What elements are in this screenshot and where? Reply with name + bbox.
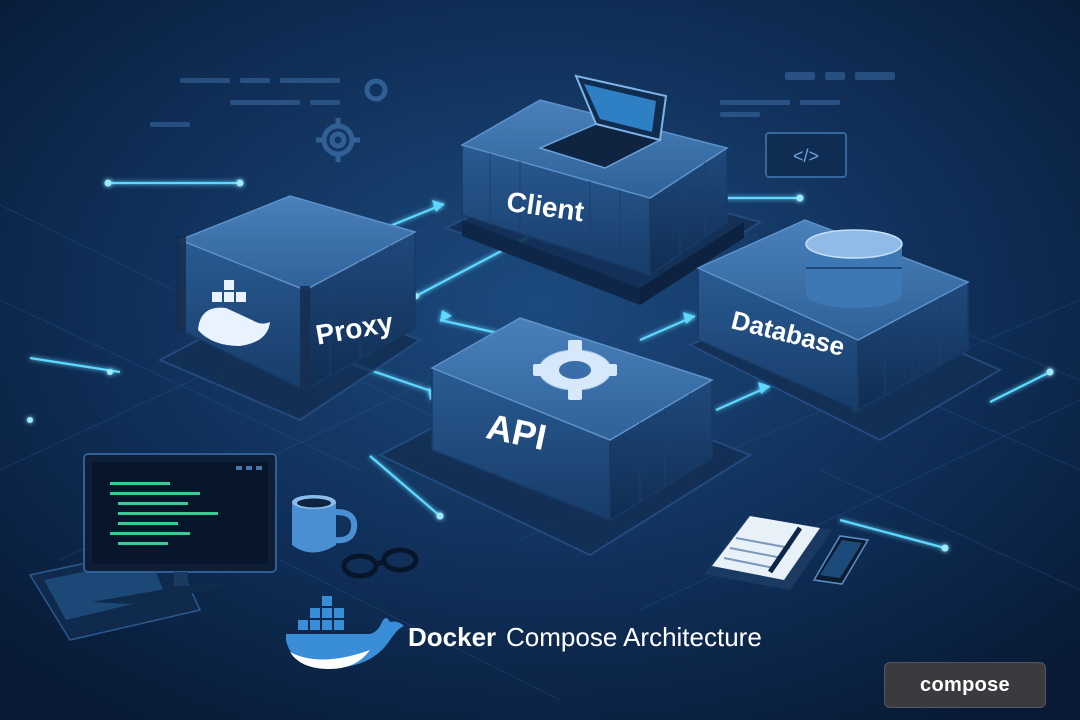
compose-architecture-text: Compose Architecture [506, 622, 762, 652]
client-container [443, 74, 763, 305]
gear-icon-decor [321, 78, 388, 157]
terminal-monitor [28, 453, 277, 641]
clipboard [704, 516, 832, 590]
docker-whale-logo [286, 596, 404, 670]
proxy-container [157, 195, 423, 422]
decorative-dashes [150, 72, 895, 127]
code-tag: </> [793, 146, 819, 166]
api-container [377, 317, 753, 557]
docker-brand-text: Docker [408, 622, 496, 652]
compose-badge: compose [884, 662, 1046, 708]
coffee-mug [292, 495, 358, 553]
code-tag-panel [765, 132, 847, 178]
database-container [687, 219, 1003, 442]
glasses [341, 547, 419, 579]
phone [812, 535, 870, 585]
